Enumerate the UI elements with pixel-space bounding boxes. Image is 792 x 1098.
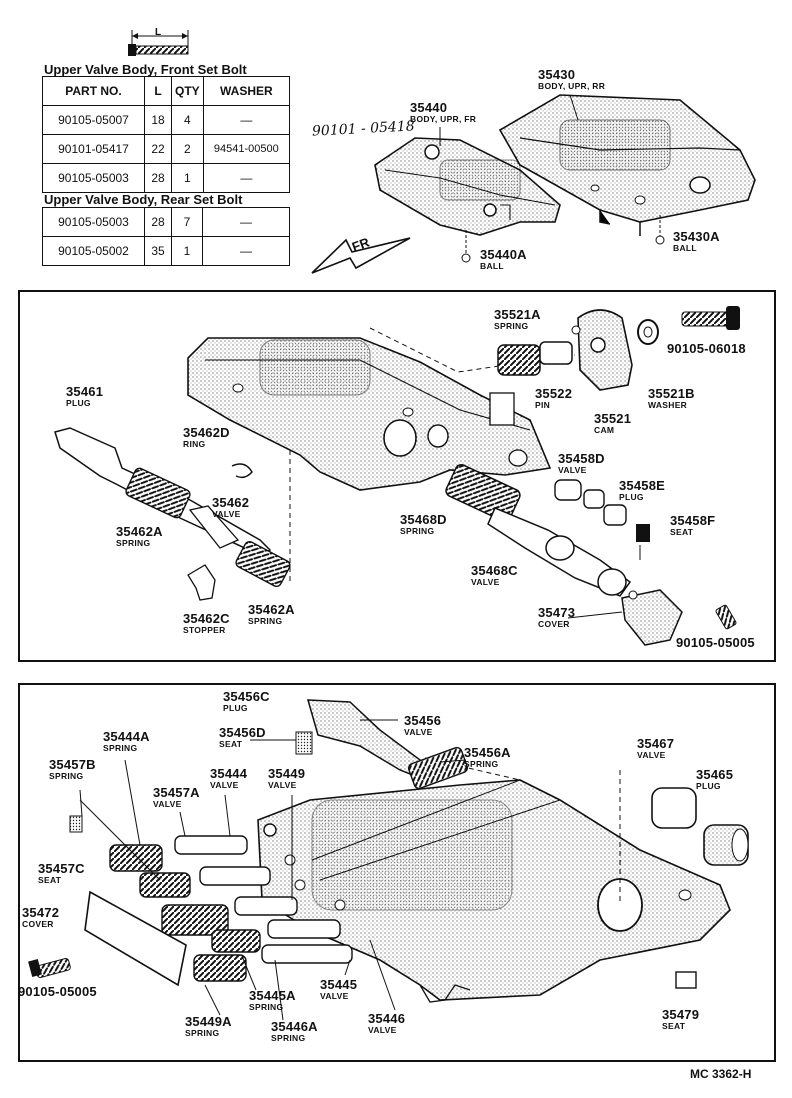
part-label-90105-05005-a: 90105-05005 xyxy=(676,635,755,650)
bolt-length-illustration xyxy=(128,30,189,56)
bolt-length-label: L xyxy=(155,27,162,38)
upper-rear-valve-body xyxy=(498,94,756,236)
cam-assembly xyxy=(497,306,740,391)
lower-assembly-frame xyxy=(18,683,776,1062)
cell-part-no: 90105-05002 xyxy=(42,236,145,266)
cell-washer: — xyxy=(202,207,290,237)
header-part-no: PART NO. xyxy=(42,76,145,106)
table-row: 90105-05002 35 1 — xyxy=(42,236,290,266)
front-bolt-table-title: Upper Valve Body, Front Set Bolt xyxy=(44,62,247,77)
figure-code: MC 3362-H xyxy=(690,1067,752,1081)
middle-assembly-frame xyxy=(18,290,776,662)
lower-valve-body xyxy=(257,779,731,1003)
lower-leader-lines xyxy=(79,719,467,1021)
header-length: L xyxy=(144,76,172,106)
cell-washer: — xyxy=(202,236,290,266)
cell-washer: — xyxy=(202,105,291,135)
upper-front-valve-body xyxy=(374,137,561,236)
cell-part-no: 90105-05003 xyxy=(42,163,145,193)
cell-qty: 4 xyxy=(171,105,204,135)
cell-length: 28 xyxy=(144,163,172,193)
cell-washer: — xyxy=(202,163,291,193)
header-qty: QTY xyxy=(171,76,204,106)
part-label-90105-05005-b: 90105-05005 xyxy=(18,984,97,999)
middle-leader-lines xyxy=(567,545,641,619)
header-washer: WASHER xyxy=(202,76,291,106)
top-leader-lines xyxy=(439,94,665,263)
table-row: 90101-05417 22 2 94541-00500 xyxy=(42,134,291,164)
cell-part-no: 90101-05417 xyxy=(42,134,145,164)
cell-length: 28 xyxy=(144,207,172,237)
cell-length: 35 xyxy=(144,236,172,266)
table-row: 90105-05003 28 7 — xyxy=(42,207,290,237)
lower-top-valve xyxy=(295,699,469,790)
cell-qty: 2 xyxy=(171,134,204,164)
table-header-row: PART NO. L QTY WASHER xyxy=(42,76,291,106)
cell-part-no: 90105-05003 xyxy=(42,207,145,237)
middle-dashed-guides xyxy=(289,327,576,582)
cell-part-no: 90105-05007 xyxy=(42,105,145,135)
valve-35467-plug-35465 xyxy=(651,787,749,866)
cell-qty: 7 xyxy=(171,207,203,237)
cell-length: 18 xyxy=(144,105,172,135)
cell-length: 22 xyxy=(144,134,172,164)
front-direction-arrow xyxy=(311,237,411,274)
rear-bolt-table: 90105-05003 28 7 — 90105-05002 35 1 — xyxy=(42,207,290,266)
cell-qty: 1 xyxy=(171,163,204,193)
table-row: 90105-05003 28 1 — xyxy=(42,163,291,193)
cell-qty: 1 xyxy=(171,236,203,266)
left-valve-train xyxy=(54,427,291,601)
right-valve-train xyxy=(445,464,737,646)
front-bolt-table: PART NO. L QTY WASHER 90105-05007 18 4 —… xyxy=(42,76,291,193)
lower-left-springs-valves xyxy=(28,815,697,989)
lower-dashed-guides xyxy=(424,757,621,905)
table-row: 90105-05007 18 4 — xyxy=(42,105,291,135)
rear-bolt-table-title: Upper Valve Body, Rear Set Bolt xyxy=(44,192,243,207)
part-label-90105-06018: 90105-06018 xyxy=(667,341,746,356)
cell-washer: 94541-00500 xyxy=(202,134,291,164)
